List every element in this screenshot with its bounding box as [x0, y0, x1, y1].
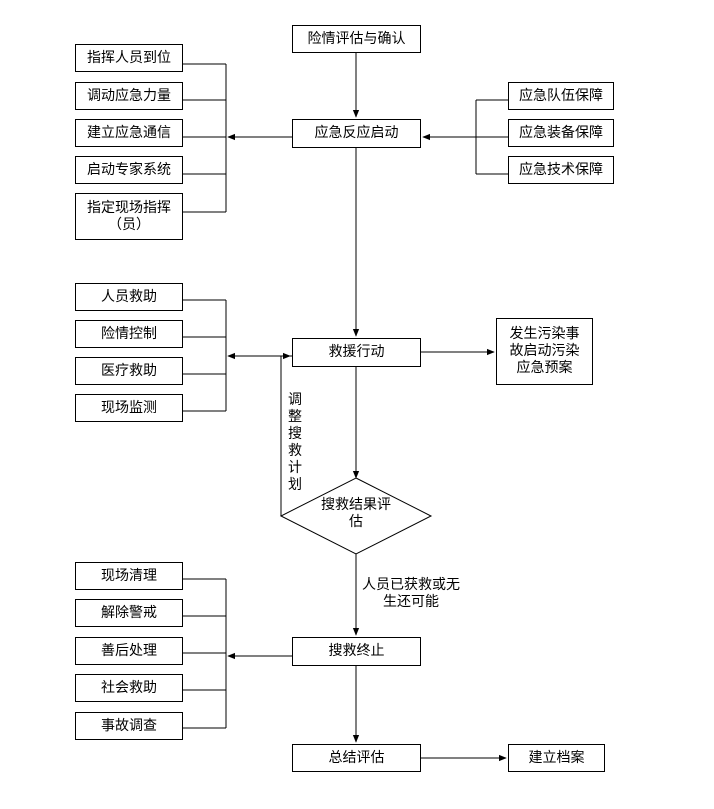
adjust-plan-label: 调整搜救计划	[288, 392, 302, 493]
end-action-item: 现场清理	[75, 562, 183, 590]
rescue-node: 救援行动	[292, 338, 421, 367]
archive-node: 建立档案	[508, 744, 605, 772]
decision-label: 搜救结果评估	[321, 497, 391, 530]
condition-label: 人员已获救或无生还可能	[362, 577, 460, 610]
start-node: 应急反应启动	[292, 119, 421, 148]
end-action-item: 社会救助	[75, 674, 183, 702]
rescue-action-item: 人员救助	[75, 283, 183, 311]
rescue-action-item: 现场监测	[75, 394, 183, 422]
guarantee-item: 应急技术保障	[508, 156, 614, 184]
guarantee-item: 应急装备保障	[508, 119, 614, 147]
start-action-item: 调动应急力量	[75, 82, 183, 110]
start-action-item: 建立应急通信	[75, 119, 183, 147]
rescue-action-item: 险情控制	[75, 320, 183, 348]
start-action-item: 指挥人员到位	[75, 44, 183, 72]
end-action-item: 善后处理	[75, 637, 183, 665]
summary-node: 总结评估	[292, 744, 421, 772]
start-action-item: 指定现场指挥（员）	[75, 193, 183, 240]
assess-node: 险情评估与确认	[292, 25, 421, 53]
end-action-item: 事故调查	[75, 712, 183, 740]
guarantee-item: 应急队伍保障	[508, 82, 614, 110]
rescue-action-item: 医疗救助	[75, 357, 183, 385]
end-action-item: 解除警戒	[75, 599, 183, 627]
start-action-item: 启动专家系统	[75, 156, 183, 184]
pollution-plan-node: 发生污染事故启动污染应急预案	[496, 318, 593, 385]
decision-diamond	[279, 477, 433, 555]
end-node: 搜救终止	[292, 637, 421, 666]
arrow-adjust-loop	[280, 352, 291, 516]
